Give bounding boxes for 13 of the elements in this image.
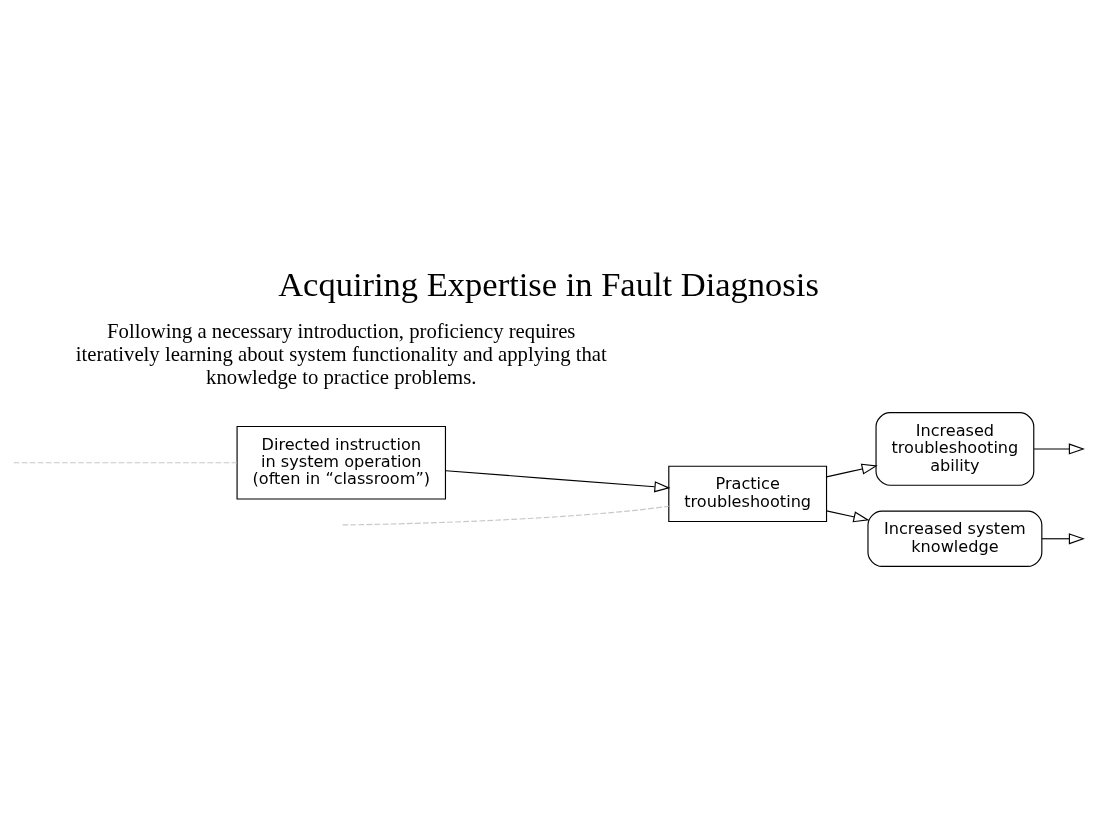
node-box: Practice troubleshooting: [668, 465, 828, 522]
diagram-title: Acquiring Expertise in Fault Diagnosis: [278, 264, 819, 303]
label: Following a necessary introduction, proficiency requires iteratively learning about system functionality and applying that knowledge to practice problems.: [75, 319, 607, 388]
arrow: [826, 509, 870, 522]
connector: [13, 461, 238, 463]
arrow: [1041, 532, 1085, 544]
node-box: Directed instruction in system operation (often in “classroom”): [236, 425, 447, 500]
arrow: [1033, 442, 1085, 455]
arrow: [445, 469, 671, 492]
node-box: Increased troubleshooting ability: [875, 411, 1035, 486]
connector: [341, 505, 670, 526]
arrow: [826, 463, 878, 477]
node-box: Increased system knowledge: [867, 510, 1043, 567]
